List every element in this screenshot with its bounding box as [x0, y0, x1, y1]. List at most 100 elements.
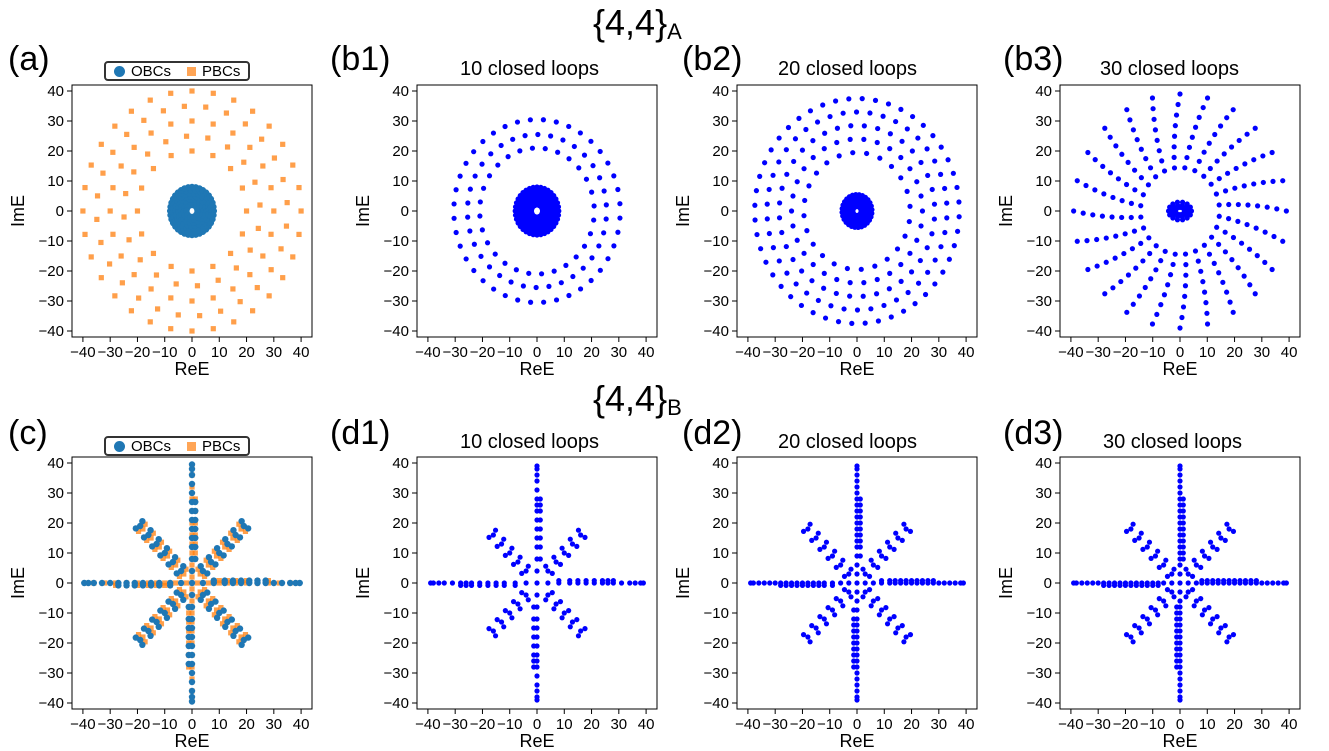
data-point	[925, 172, 931, 179]
obc-point	[185, 624, 192, 632]
data-point	[582, 534, 588, 540]
data-point	[783, 147, 789, 153]
pbc-point	[176, 573, 183, 579]
data-point	[1174, 664, 1180, 670]
x-tick-label: −20	[125, 344, 150, 361]
x-axis-label: ReE	[1162, 359, 1197, 379]
data-point	[566, 156, 572, 162]
data-point	[553, 559, 559, 565]
pbc-point	[280, 141, 286, 147]
data-point	[498, 619, 505, 625]
data-point	[862, 580, 868, 586]
data-point	[922, 291, 929, 298]
x-tick-label: −40	[70, 716, 95, 733]
data-point	[574, 543, 580, 549]
data-point	[850, 150, 856, 156]
data-point	[492, 527, 499, 533]
data-point	[1225, 170, 1231, 176]
data-point	[873, 291, 880, 297]
obc-point	[221, 577, 228, 584]
obc-point	[213, 545, 221, 552]
data-point	[507, 610, 513, 616]
pbc-point	[186, 610, 192, 616]
data-point	[510, 561, 517, 567]
data-point	[763, 259, 769, 265]
y-tick-label: 30	[47, 485, 64, 502]
data-point	[1171, 594, 1177, 600]
data-point	[753, 188, 760, 194]
data-point	[561, 610, 567, 616]
legend-pbc-marker	[187, 66, 197, 76]
data-point	[540, 117, 547, 123]
data-point	[1180, 532, 1186, 538]
x-tick-label: 0	[533, 344, 541, 361]
pbc-point	[189, 328, 195, 334]
obc-point	[228, 616, 236, 623]
data-point	[1145, 182, 1152, 188]
data-point	[833, 290, 839, 297]
data-point	[599, 578, 606, 584]
pbc-point	[189, 610, 195, 616]
x-tick-label: −40	[735, 344, 760, 361]
data-point	[1235, 218, 1241, 224]
pbc-point	[210, 121, 216, 127]
data-point	[589, 189, 595, 195]
data-point	[495, 162, 501, 168]
data-point	[490, 628, 496, 634]
x-tick-label: 10	[211, 344, 228, 361]
data-point	[1139, 582, 1145, 588]
data-point	[492, 251, 498, 257]
obc-point	[188, 579, 196, 587]
data-point	[770, 245, 776, 251]
data-point	[1270, 178, 1276, 184]
data-point	[605, 256, 611, 262]
data-point	[1119, 198, 1125, 204]
data-point	[930, 578, 936, 584]
data-point	[457, 243, 463, 249]
obc-point	[188, 465, 196, 473]
data-point	[829, 582, 836, 588]
pbc-point	[98, 275, 104, 281]
data-point	[1156, 596, 1162, 602]
data-point	[956, 214, 962, 220]
obc-point	[147, 527, 154, 534]
pbc-point	[175, 603, 181, 609]
pbc-point	[210, 295, 216, 301]
x-tick-label: 0	[533, 716, 541, 733]
pbc-point	[131, 272, 137, 278]
data-point	[1103, 235, 1109, 241]
data-point	[862, 320, 868, 326]
data-point	[551, 606, 557, 612]
data-point	[1201, 149, 1207, 155]
obc-point	[188, 669, 196, 677]
data-point	[567, 578, 573, 584]
x-tick-label: 40	[1281, 344, 1298, 361]
obc-point	[106, 579, 114, 587]
data-point	[563, 262, 569, 268]
data-points	[428, 463, 646, 703]
data-point	[578, 532, 584, 538]
data-point	[596, 243, 602, 249]
data-point	[854, 490, 860, 496]
pbc-point	[280, 176, 286, 183]
data-point	[1177, 484, 1183, 490]
obc-point	[204, 570, 211, 577]
data-point	[501, 536, 507, 542]
y-tick-label: 0	[1044, 575, 1052, 592]
x-tick-label: 10	[1199, 344, 1216, 361]
data-point	[1171, 133, 1178, 139]
data-point	[1152, 607, 1159, 613]
data-point	[898, 175, 904, 181]
data-point	[1085, 149, 1091, 156]
data-point	[883, 605, 889, 611]
data-point	[1216, 202, 1222, 208]
data-point	[898, 261, 904, 268]
data-point	[580, 265, 586, 271]
data-points	[1071, 91, 1289, 331]
data-point	[1214, 224, 1220, 230]
data-point	[534, 463, 540, 469]
data-point	[537, 544, 543, 550]
pbc-point	[152, 614, 158, 620]
data-point	[603, 202, 609, 208]
x-tick-label: 20	[1226, 716, 1243, 733]
